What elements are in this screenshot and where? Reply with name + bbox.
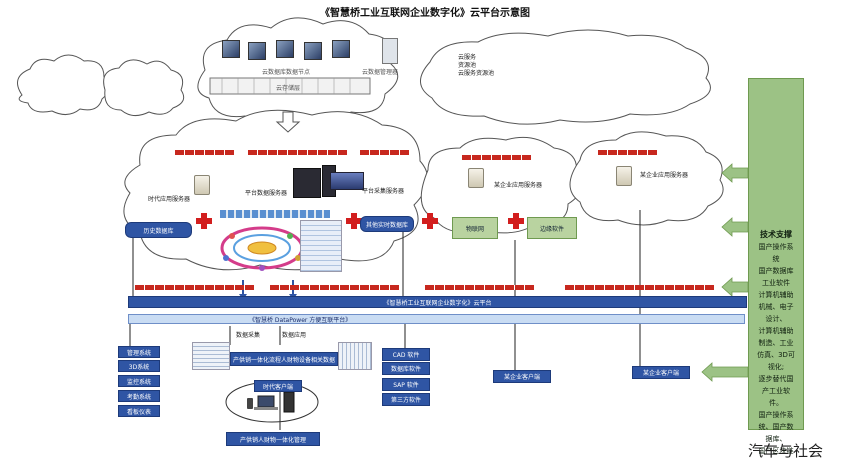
tech-line: 仿真、3D可: [757, 351, 795, 359]
platform-server-rack-icon: [293, 168, 321, 198]
collect-server-label: 平台采集服务器: [362, 188, 405, 195]
right-top-cloud: [420, 29, 711, 125]
db-node-label: 云数据库数据节点: [262, 69, 311, 76]
tech-line: 国产操作系: [758, 411, 794, 419]
enterprise-client-b: 某企业客户端: [493, 370, 551, 383]
tech-line: 统、国产数: [758, 423, 794, 431]
time-app-server-icon: [194, 175, 210, 195]
collect-server-icon: [330, 172, 364, 190]
down-arrow-icon: [275, 111, 301, 133]
enterprise-client-c: 某企业客户端: [632, 366, 690, 379]
software-item: 数据库软件: [382, 362, 430, 375]
tech-line: 国产操作系: [758, 243, 794, 251]
red-bar: [248, 150, 348, 155]
apply-label: 数据应用: [282, 332, 307, 339]
laptop-icon: [254, 395, 278, 410]
left-arrow-icon: [721, 163, 749, 183]
left-small-cloud: [17, 54, 110, 115]
red-bar: [175, 150, 235, 155]
diagram-title: 《智慧桥工业互联网企业数字化》云平台示意图: [320, 8, 530, 19]
red-bar: [425, 285, 535, 290]
tech-line: 国产数据库: [758, 267, 794, 275]
datapower-platform-bar: 《智慧桥 DataPower 方便互联平台》: [128, 314, 745, 324]
tech-line: 制造、工业: [758, 339, 794, 347]
watermark: 汽车与社会: [748, 442, 824, 460]
cloud-manager-icon: [382, 38, 398, 64]
red-bar: [462, 155, 532, 160]
left-system-item: 3D系统: [118, 360, 160, 372]
left-system-item: 管理系统: [118, 346, 160, 358]
left-mid-cloud: [103, 59, 185, 116]
tech-line: 工业软件: [762, 279, 790, 287]
tech-line: 国产区块链: [758, 447, 794, 455]
enterprise-server-c-label: 某企业应用服务器: [640, 172, 689, 179]
supply-chain-data-box: 产供销一体化流程人财物设备相关数据: [230, 352, 338, 366]
right-cloud-line-2: 资源池: [458, 62, 477, 69]
storage-label: 云存储层: [276, 85, 301, 92]
red-cross-icons: [196, 213, 524, 229]
report-thumbnail: [192, 342, 230, 370]
left-arrow-icon: [721, 277, 749, 297]
tech-support-panel: 技术支撑 国产操作系 统 国产数据库 工业软件 计算机辅助 机械、电子 设计、 …: [748, 78, 804, 455]
tech-line: 视化;: [767, 363, 785, 371]
enterprise-server-icon: [616, 166, 632, 186]
supply-chain-mgmt-box: 产供销人财物一体化管理: [226, 432, 320, 446]
database-node-icon: [304, 42, 322, 60]
database-node-icon: [248, 42, 266, 60]
tech-line: 设计、: [765, 315, 787, 323]
tech-line: 计算机辅助: [758, 291, 794, 299]
software-item: CAD 软件: [382, 348, 430, 361]
history-db: 历史数据库: [125, 222, 192, 238]
red-bar: [565, 285, 715, 290]
dashboard-screenshot: [300, 220, 342, 272]
up-arrow-icon: [239, 280, 247, 300]
red-bar: [135, 285, 255, 290]
dashboard-strip: [220, 210, 330, 218]
platform-server-label: 平台数据服务器: [245, 190, 288, 197]
red-bar: [360, 150, 410, 155]
database-node-icon: [332, 40, 350, 58]
software-item: 第三方软件: [382, 393, 430, 406]
tech-line: 机械、电子: [758, 303, 794, 311]
collect-label: 数据采集: [236, 332, 261, 339]
tower-pc-icon: [283, 391, 295, 413]
left-system-item: 监控系统: [118, 375, 160, 387]
cloud-platform-bar: 《智慧桥工业互联网企业数字化》云平台: [128, 296, 747, 308]
realtime-db: 其他实时数据库: [360, 216, 414, 232]
database-node-icon: [222, 40, 240, 58]
right-cloud-line-1: 云服务: [458, 54, 477, 61]
up-arrow-icon: [289, 280, 297, 300]
tech-line: 计算机辅助: [758, 327, 794, 335]
enterprise-server-b-label: 某企业应用服务器: [494, 182, 543, 189]
left-system-item: 考勤系统: [118, 390, 160, 402]
red-bar: [270, 285, 400, 290]
left-arrow-icon: [701, 362, 749, 382]
time-client-box: 时代客户端: [254, 380, 302, 392]
left-arrow-icon: [721, 217, 749, 237]
db-manager-label: 云数据管理器: [362, 69, 399, 76]
tech-support-heading: 技术支撑: [760, 230, 792, 239]
edge-box: 边缘软件: [527, 217, 577, 239]
phone-icon: [247, 398, 253, 409]
left-system-item: 看板仪表: [118, 405, 160, 417]
report-thumbnail: [338, 342, 372, 370]
tech-line: 件。: [769, 399, 783, 407]
tech-line: 逐步替代国: [758, 375, 794, 383]
enterprise-server-icon: [468, 168, 484, 188]
database-node-icon: [276, 40, 294, 58]
enterprise-cloud-c: [569, 131, 724, 226]
software-item: SAP 软件: [382, 378, 430, 391]
time-app-server-label: 时代应用服务器: [148, 196, 191, 203]
tech-line: 统: [772, 255, 780, 263]
right-cloud-line-3: 云服务资源池: [458, 70, 495, 77]
iot-box: 物联网: [452, 217, 498, 239]
red-bar: [598, 150, 658, 155]
tech-line: 产工业软: [762, 387, 790, 395]
tech-line: 据库、: [765, 435, 787, 443]
